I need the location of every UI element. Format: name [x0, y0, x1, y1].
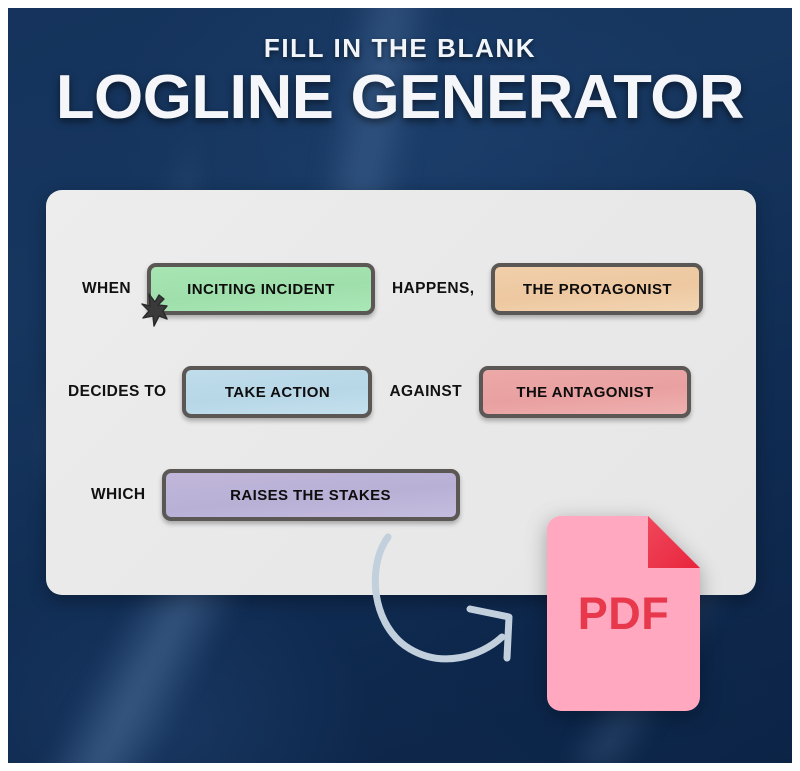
row-2-label-against: AGAINST [389, 383, 463, 400]
logline-row-3: WHICH RAISES THE STAKES [46, 464, 756, 526]
field-the-antagonist[interactable]: THE ANTAGONIST [479, 366, 692, 418]
logline-row-1: WHEN INCITING INCIDENT HAPPENS, THE PROT… [46, 258, 756, 320]
header: FILL IN THE BLANK LOGLINE GENERATOR [0, 34, 800, 130]
row-2-label-decides-to: DECIDES TO [68, 383, 167, 400]
row-3-label-which: WHICH [91, 486, 146, 503]
field-take-action-text: TAKE ACTION [224, 383, 331, 401]
kicker-text: FILL IN THE BLANK [263, 33, 537, 63]
pdf-file-icon[interactable] [547, 516, 700, 711]
field-inciting-incident-text: INCITING INCIDENT [187, 280, 335, 298]
field-the-antagonist-text: THE ANTAGONIST [516, 383, 654, 401]
page-title: LOGLINE GENERATOR [55, 62, 745, 132]
field-the-protagonist[interactable]: THE PROTAGONIST [491, 263, 704, 315]
field-inciting-incident[interactable]: INCITING INCIDENT [146, 263, 375, 315]
field-raises-the-stakes-text: RAISES THE STAKES [230, 486, 391, 504]
field-raises-the-stakes[interactable]: RAISES THE STAKES [161, 469, 460, 521]
row-1-label-happens: HAPPENS, [391, 280, 475, 297]
row-1-label-when: WHEN [82, 280, 131, 297]
logline-row-2: DECIDES TO TAKE ACTION AGAINST THE ANTAG… [46, 361, 756, 423]
field-the-protagonist-text: THE PROTAGONIST [522, 280, 672, 298]
field-take-action[interactable]: TAKE ACTION [182, 366, 373, 418]
